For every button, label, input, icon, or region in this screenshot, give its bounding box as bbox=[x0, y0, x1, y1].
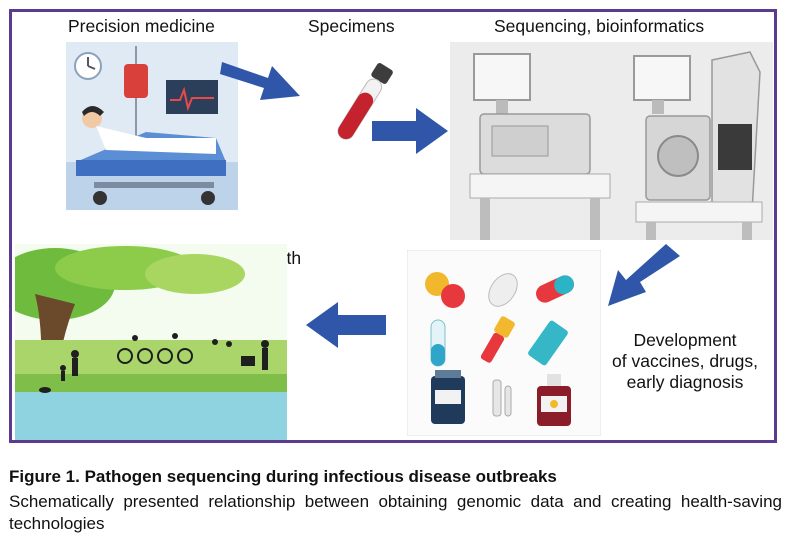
figure-caption-text: Schematically presented relationship bet… bbox=[9, 492, 782, 533]
label-development-line2: of vaccines, drugs, bbox=[612, 351, 758, 371]
label-precision-medicine: Precision medicine bbox=[68, 16, 215, 36]
hospital-patient-illustration bbox=[66, 42, 238, 210]
arrow-to-specimens bbox=[220, 62, 300, 100]
label-development-line1: Development bbox=[633, 330, 737, 350]
drugs-vaccines-illustration bbox=[407, 250, 601, 436]
arrow-to-public-health bbox=[306, 302, 386, 348]
park-public-health-illustration bbox=[15, 244, 287, 440]
figure-caption-title: Figure 1. Pathogen sequencing during inf… bbox=[9, 467, 557, 486]
label-development-line3: early diagnosis bbox=[626, 372, 744, 392]
sequencing-machines-illustration bbox=[450, 42, 773, 240]
label-sequencing: Sequencing, bioinformatics bbox=[494, 16, 705, 36]
label-development: Development of vaccines, drugs, early di… bbox=[600, 330, 770, 393]
arrow-to-development bbox=[608, 244, 680, 306]
label-specimens: Specimens bbox=[308, 16, 395, 36]
specimen-tube-illustration bbox=[337, 63, 393, 140]
arrow-to-sequencing bbox=[372, 108, 448, 154]
